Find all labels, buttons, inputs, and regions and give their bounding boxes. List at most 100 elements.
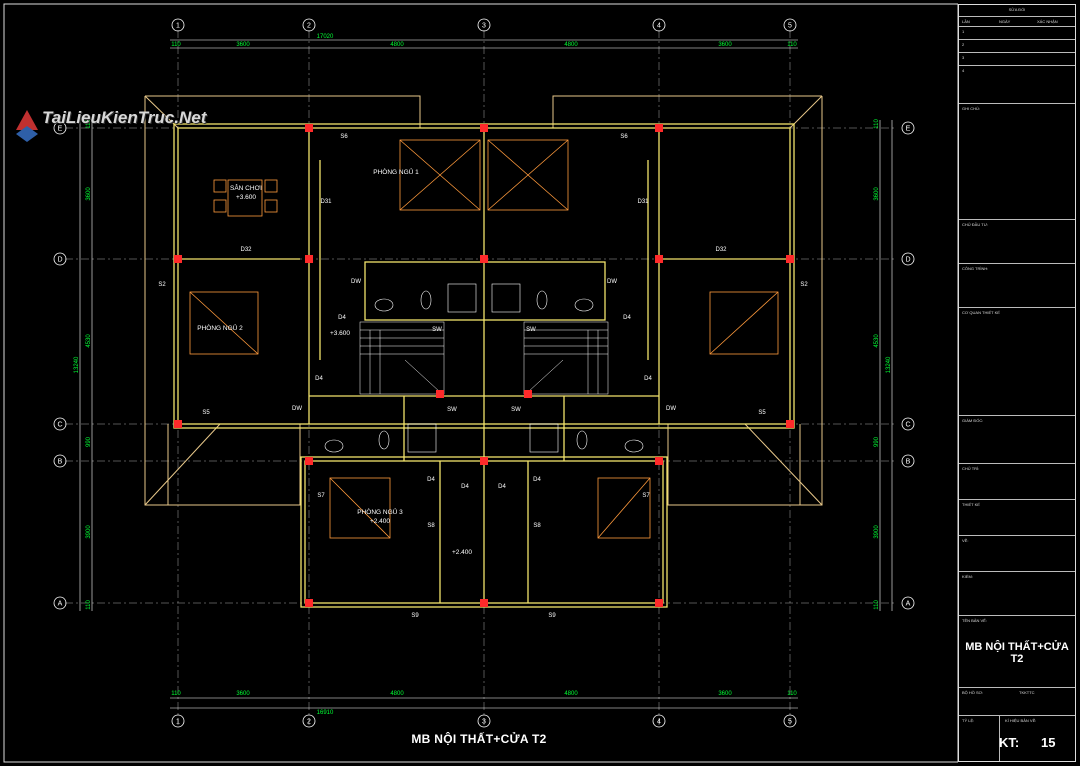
dim-right-seg: 990 [874,436,880,447]
grid-label-row-a-right: A [906,601,911,608]
door-tag: D4 [498,484,506,490]
dim-right-seg: 110 [874,119,880,129]
tb-sheet-no-label: KÍ HIỆU BẢN VẼ: [1005,718,1037,723]
tb-divider [999,716,1000,761]
tb-sheet-code: KT: [999,735,1020,750]
door-tag: S7 [642,493,650,499]
door-tag: DW [351,279,361,285]
tb-set-value: TKKTTC [1019,690,1035,695]
room-name-bed1: PHÒNG NGỦ 1 [373,167,419,176]
dim-top-seg: 110 [171,42,181,48]
tb-notes: GHI CHÚ: [959,104,1075,220]
door-tag: SW [432,327,442,333]
room-level-play: +3.600 [236,194,256,201]
tb-rev-row: 4 [959,66,1075,104]
floor-plan-drawing: 1 2 3 4 5 1 2 3 4 5 E D C B A E D C B A … [3,3,958,763]
drawing-title: MB NỘI THẤT+CỬA T2 [411,732,547,746]
tb-check: KIỂM: [959,572,1075,616]
grid-lines [65,30,895,725]
grid-label-row-e-right: E [906,126,911,133]
grid-label-col-5-bottom: 5 [788,719,792,726]
tb-design: THIẾT KẾ [959,500,1075,536]
dim-bottom-seg: 4800 [564,691,578,697]
door-tag: S9 [411,613,419,619]
door-tag: S8 [427,523,435,529]
dim-right-total: 13240 [886,356,892,373]
door-tag: D31 [320,199,332,205]
door-tag: D4 [644,376,652,382]
dim-left-seg: 4530 [86,334,92,348]
grid-bubble-labels: 1 2 3 4 5 1 2 3 4 5 E D C B A E D C B A [57,23,910,726]
door-tag: S8 [533,523,541,529]
grid-label-row-d-right: D [905,257,910,264]
watermark-logo-icon [16,110,38,142]
dim-bottom-seg: 4800 [390,691,404,697]
door-tag: SW [511,407,521,413]
dim-left-total: 13240 [74,356,80,373]
room-labels: PHÒNG NGỦ 1 SÂN CHƠI +3.600 PHÒNG NGỦ 2 … [197,167,472,556]
dim-left-seg: 110 [86,600,92,610]
dim-top-seg: 4800 [564,42,578,48]
dim-right-seg: 3900 [874,525,880,539]
dim-bottom-seg: 110 [171,691,181,697]
structural-columns [174,124,794,607]
grid-label-row-a: A [58,601,63,608]
tb-set: BỘ HỒ SƠ: TKKTTC [959,688,1075,716]
dim-right-seg: 110 [874,600,880,610]
grid-label-row-e: E [58,126,63,133]
grid-label-col-4: 4 [657,23,661,30]
stairs [359,321,609,395]
door-tag: D4 [338,315,346,321]
grid-label-col-5: 5 [788,23,792,30]
furniture-beds [189,139,779,539]
dim-bottom-seg: 110 [787,691,797,697]
tb-col-ngay: NGÀY [999,19,1011,24]
dim-top-seg: 3600 [718,42,732,48]
room-name-bed3: PHÒNG NGỦ 3 [357,507,403,516]
tb-sheet-number: 15 [1041,735,1056,750]
door-tags: S6 S6 D31 D31 D32 D32 S2 S2 DW DW D4 D4 … [158,134,808,619]
door-tag: D4 [315,376,323,382]
tb-revision-columns: LẦN NGÀY XÁC NHẬN [959,17,1075,27]
room-level-hall: +2.400 [452,549,472,556]
grid-bubbles [53,18,915,728]
dimension-texts-vertical: 13240 110 3600 4530 990 3900 110 13240 1… [74,119,892,610]
watermark-text: TaiLieuKienTruc.Net [42,108,207,127]
tb-drawn: VẼ: [959,536,1075,572]
door-tag: D4 [427,477,435,483]
grid-label-col-1: 1 [176,23,180,30]
tb-rev-row: 3 [959,53,1075,66]
grid-label-col-4-bottom: 4 [657,719,661,726]
dim-top-seg: 110 [787,42,797,48]
room-level-bed3: +2.400 [370,518,390,525]
dim-bottom-total: 16910 [317,710,334,716]
tb-rev-row: 2 [959,40,1075,53]
door-tag: D4 [533,477,541,483]
grid-label-col-2-bottom: 2 [307,719,311,726]
room-name-bed2: PHÒNG NGỦ 2 [197,323,243,332]
door-tag: D32 [240,247,252,253]
tb-director: GIÁM ĐỐC: [959,416,1075,464]
title-block: SỬA ĐỔI LẦN NGÀY XÁC NHẬN 1 2 3 4 GHI CH… [958,4,1076,762]
door-tag: SW [447,407,457,413]
tb-col-lan: LẦN [962,19,970,24]
tb-owner: CHỦ ĐẦU TƯ: [959,220,1075,264]
tb-project: CÔNG TRÌNH: [959,264,1075,308]
room-level-stair: +3.600 [330,330,350,337]
dim-right-seg: 4530 [874,334,880,348]
dim-top-seg: 3600 [236,42,250,48]
door-tag: S6 [340,134,348,140]
dim-top-seg: 4800 [390,42,404,48]
door-tag: DW [666,406,676,412]
room-name-play: SÂN CHƠI [230,183,262,192]
dim-left-seg: 3900 [86,525,92,539]
tb-lead: CHỦ TRÌ: [959,464,1075,500]
grid-label-col-1-bottom: 1 [176,719,180,726]
dim-left-seg: 110 [86,119,92,129]
door-tag: S2 [158,282,166,288]
grid-label-col-3-bottom: 3 [482,719,486,726]
dim-top-total: 17020 [317,34,334,40]
door-tag: S2 [800,282,808,288]
door-tag: SW [526,327,536,333]
dim-left-seg: 990 [86,436,92,447]
